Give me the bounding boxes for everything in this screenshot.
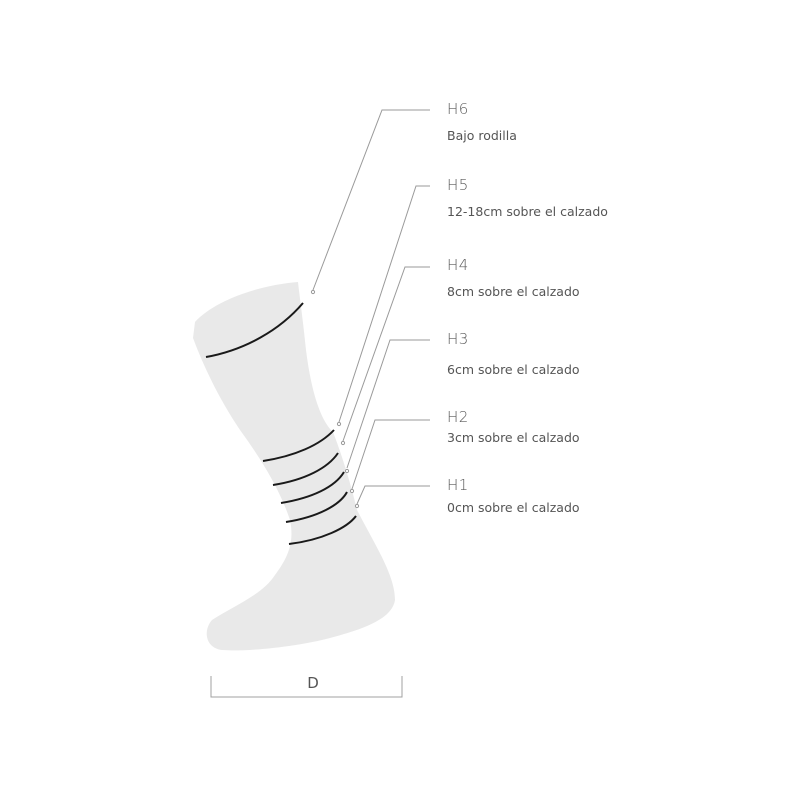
label-h4: H4 8cm sobre el calzado — [447, 256, 580, 299]
anchor-dot-h4 — [340, 440, 346, 446]
height-description: 6cm sobre el calzado — [447, 362, 580, 377]
band-h6 — [205, 302, 304, 358]
label-h2: H2 3cm sobre el calzado — [447, 408, 580, 445]
height-code: H2 — [447, 408, 469, 426]
leader-h3 — [346, 339, 430, 469]
height-code: H5 — [447, 176, 469, 194]
leader-h2 — [351, 419, 430, 490]
band-h4 — [272, 452, 339, 486]
label-h1: H1 0cm sobre el calzado — [447, 476, 580, 515]
band-h1 — [288, 515, 357, 545]
height-description: 0cm sobre el calzado — [447, 500, 580, 515]
label-h6: H6 Bajo rodilla — [447, 100, 517, 143]
leader-h5 — [338, 185, 430, 423]
height-description: 3cm sobre el calzado — [447, 430, 580, 445]
leader-h1 — [356, 485, 430, 505]
height-code: H4 — [447, 256, 469, 274]
leader-h4 — [342, 266, 430, 442]
height-code: H6 — [447, 100, 469, 118]
height-description: Bajo rodilla — [447, 128, 517, 143]
label-h3: H3 6cm sobre el calzado — [447, 330, 580, 377]
height-description: 12-18cm sobre el calzado — [447, 204, 608, 219]
band-h3 — [280, 471, 345, 504]
leader-h6 — [312, 109, 430, 291]
anchor-dot-h6 — [310, 289, 316, 295]
dimension-label: D — [307, 674, 319, 692]
sock-silhouette — [193, 282, 395, 651]
label-h5: H5 12-18cm sobre el calzado — [447, 176, 608, 219]
band-h2 — [285, 491, 348, 523]
height-code: H3 — [447, 330, 469, 348]
height-code: H1 — [447, 476, 469, 494]
dimension-bracket — [210, 676, 403, 698]
height-description: 8cm sobre el calzado — [447, 284, 580, 299]
anchor-dot-h5 — [336, 421, 342, 427]
anchor-dot-h3 — [344, 468, 350, 474]
band-h5 — [262, 429, 335, 462]
anchor-dot-h1 — [354, 503, 360, 509]
anchor-dot-h2 — [349, 488, 355, 494]
